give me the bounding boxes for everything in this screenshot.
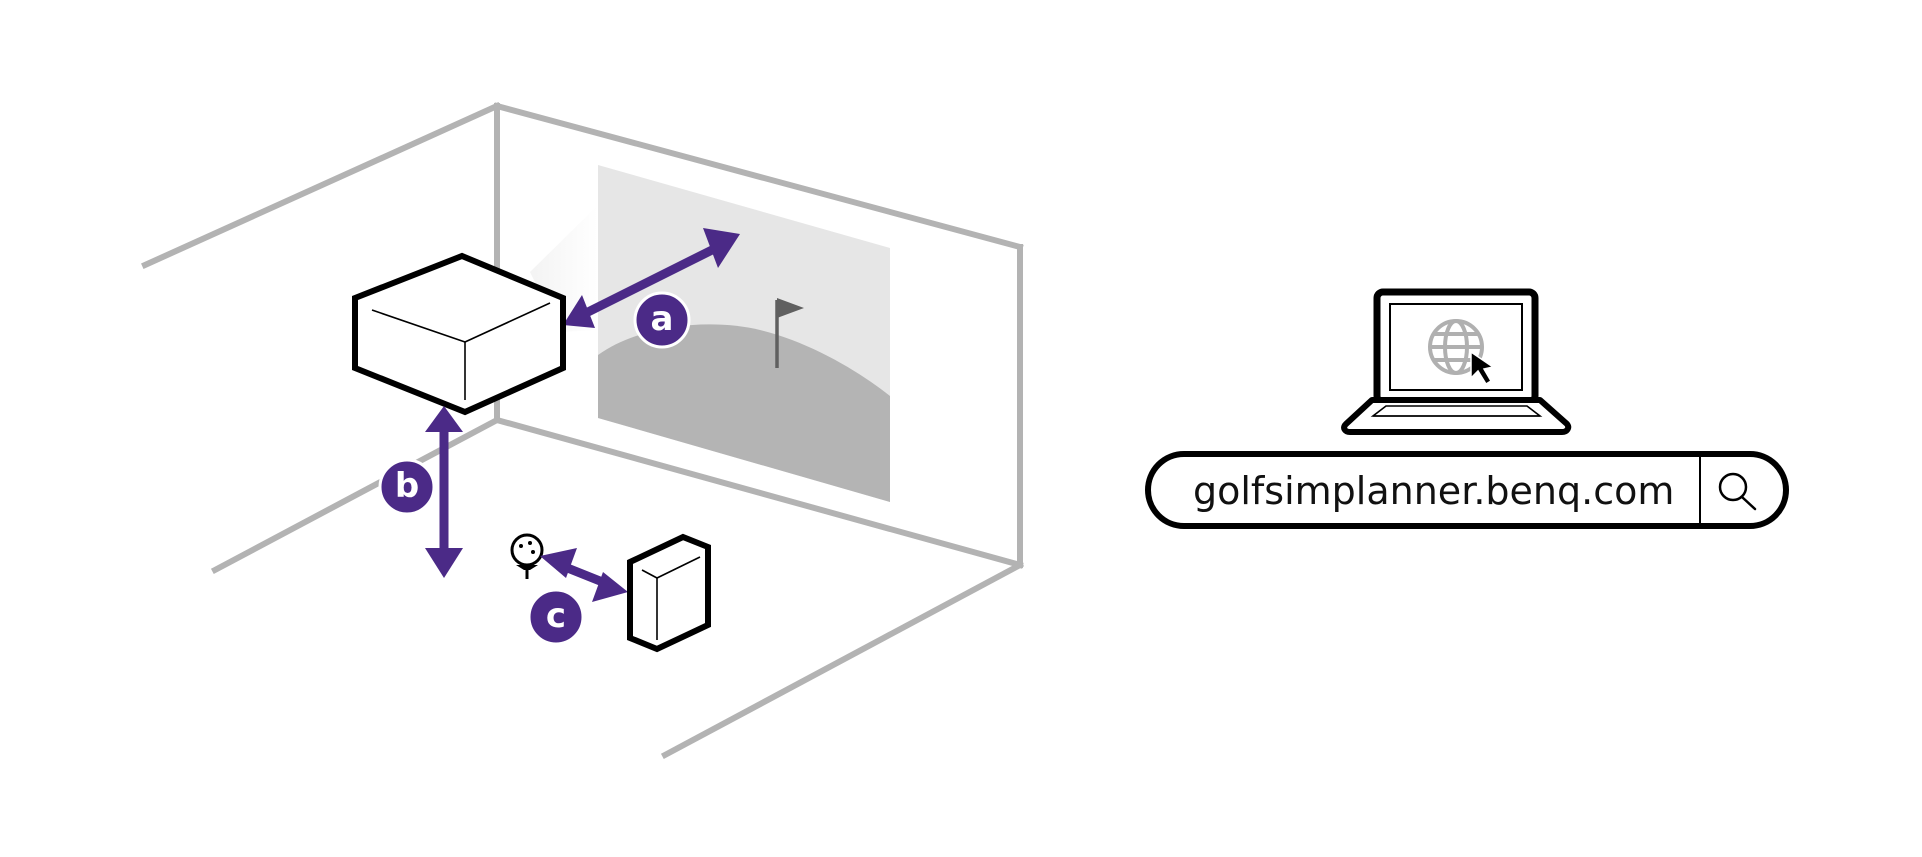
label-badge-b: b bbox=[378, 458, 436, 516]
label-c-text: c bbox=[546, 596, 566, 636]
search-url-text: golfsimplanner.benq.com bbox=[1193, 469, 1674, 513]
projection-screen bbox=[530, 165, 890, 502]
label-badge-c: c bbox=[527, 588, 585, 646]
room-outline bbox=[141, 102, 1025, 760]
label-badge-a: a bbox=[633, 291, 691, 349]
launch-monitor bbox=[627, 533, 711, 653]
golf-flag-icon bbox=[775, 298, 804, 368]
cursor-icon bbox=[1470, 350, 1495, 386]
search-bar[interactable]: golfsimplanner.benq.com bbox=[1145, 451, 1789, 529]
golf-ball-tee-icon bbox=[510, 533, 544, 579]
throw-distance-arrow bbox=[563, 228, 740, 328]
search-icon[interactable] bbox=[1718, 472, 1757, 511]
label-a-text: a bbox=[651, 299, 674, 339]
mount-height-arrow bbox=[425, 406, 463, 578]
label-b-text: b bbox=[395, 466, 419, 506]
launch-monitor-distance-arrow bbox=[540, 548, 628, 602]
projector bbox=[352, 252, 566, 416]
